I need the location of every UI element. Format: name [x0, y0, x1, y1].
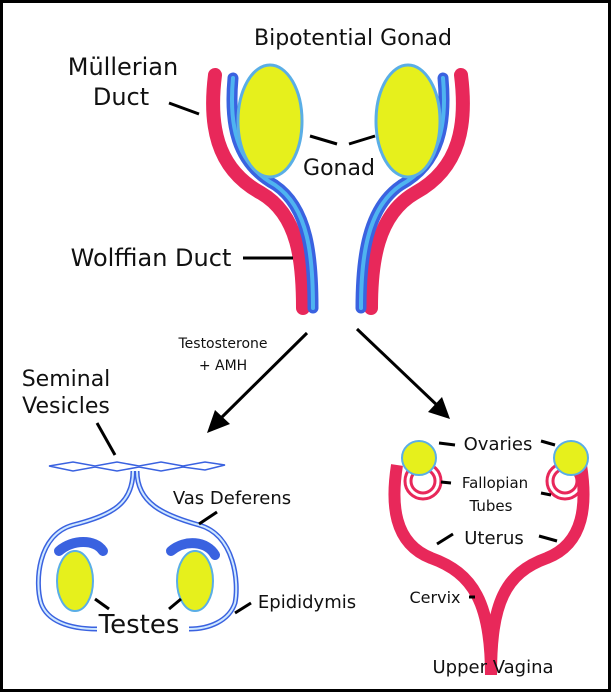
diagram-title: Bipotential Gonad	[254, 26, 452, 51]
right-testis	[176, 550, 214, 612]
right-gonad	[374, 63, 442, 179]
right-mullerian-duct	[364, 68, 470, 315]
right-ovary	[553, 440, 589, 476]
mullerian-duct-label: Müllerian	[68, 53, 178, 81]
wolffian-duct-label: Wolffian Duct	[71, 244, 232, 272]
left-testis	[56, 550, 94, 612]
labels: Bipotential Gonad Müllerian Duct Gonad W…	[22, 26, 554, 678]
gonad-label: Gonad	[303, 156, 375, 181]
left-epididymis	[54, 537, 108, 556]
ovaries-label: Ovaries	[464, 434, 533, 455]
vas-deferens-label: Vas Deferens	[173, 488, 291, 509]
arrow-to-female	[355, 327, 442, 410]
seminal-vesicles-label-2: Vesicles	[22, 394, 110, 419]
fallopian-tubes-label-2: Tubes	[469, 497, 513, 515]
left-mullerian-duct	[206, 68, 310, 315]
epididymis-label: Epididymis	[258, 592, 356, 613]
female-reproductive-tract-left	[388, 464, 497, 676]
hormone-label-2: + AMH	[199, 358, 247, 374]
cervix-label: Cervix	[410, 588, 461, 607]
upper-vagina-label: Upper Vagina	[432, 657, 553, 678]
female-structures	[388, 440, 590, 676]
left-ovary	[401, 440, 437, 476]
right-epididymis	[166, 538, 220, 560]
leader-lines	[94, 101, 558, 615]
uterus-label: Uterus	[464, 528, 524, 549]
male-structures	[35, 461, 239, 632]
female-reproductive-tract-right	[485, 464, 590, 676]
mullerian-duct-label-2: Duct	[93, 83, 149, 111]
seminal-vesicles-label: Seminal	[22, 367, 111, 392]
bipotential-gonad	[206, 63, 470, 315]
testes-label: Testes	[98, 610, 180, 640]
developmental-arrows	[207, 327, 450, 433]
hormone-label: Testosterone	[177, 336, 267, 352]
left-gonad	[236, 63, 304, 179]
seminal-vesicles	[48, 461, 226, 472]
diagram-canvas: Bipotential Gonad Müllerian Duct Gonad W…	[22, 26, 590, 678]
arrow-to-male	[216, 331, 309, 423]
fallopian-tubes-label: Fallopian	[462, 474, 528, 492]
